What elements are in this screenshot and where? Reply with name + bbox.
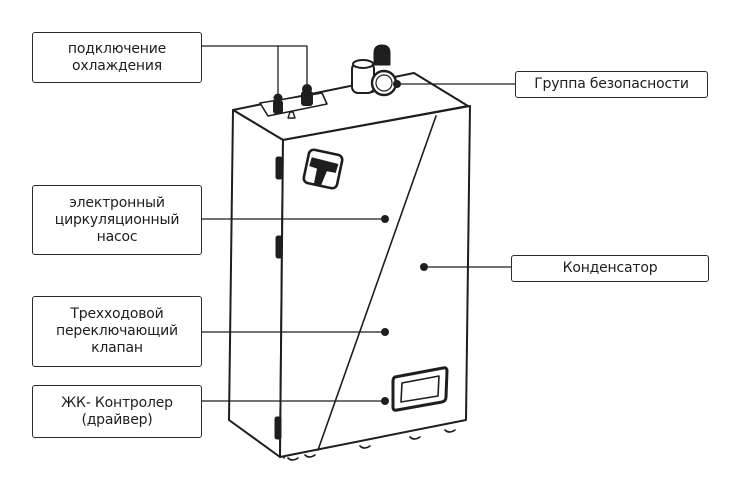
label-line: электронный xyxy=(69,194,165,211)
label-circulation-pump: электронный циркуляционный насос xyxy=(32,185,202,255)
top-small-nipple xyxy=(287,111,296,119)
leader-cooling-connection xyxy=(201,45,308,88)
label-line: Конденсатор xyxy=(562,260,658,276)
label-line: подключение xyxy=(67,40,167,57)
dot-three-way-valve xyxy=(381,328,389,336)
hinge-middle xyxy=(275,235,283,259)
boiler-front-diagonal xyxy=(317,115,437,451)
dot-condenser xyxy=(420,263,428,271)
t-logo-icon xyxy=(302,148,344,190)
hinge-top xyxy=(275,156,283,180)
label-line: Группа безопасности xyxy=(534,76,689,92)
label-line: охлаждения xyxy=(72,57,162,74)
label-lcd-controller: ЖК- Контролер (драйвер) xyxy=(32,385,202,438)
boiler-front-face xyxy=(279,105,471,458)
lcd-display-icon xyxy=(391,366,449,412)
label-line: (драйвер) xyxy=(81,411,153,428)
boiler-feet xyxy=(287,429,456,461)
cooling-fitting-left xyxy=(273,93,283,114)
hinge-bottom xyxy=(274,416,282,440)
safety-group-valve xyxy=(351,44,401,97)
cooling-fitting-right xyxy=(301,84,313,106)
dot-circulation-pump xyxy=(381,215,389,223)
label-line: клапан xyxy=(91,340,143,356)
label-cooling-connection: подключение охлаждения xyxy=(32,32,202,83)
label-line: циркуляционный xyxy=(54,211,180,228)
label-line: насос xyxy=(96,228,138,245)
label-safety-group: Группа безопасности xyxy=(515,71,708,98)
label-condenser: Конденсатор xyxy=(511,255,709,282)
label-line: ЖК- Контролер xyxy=(61,394,173,411)
label-line: Трехходовой xyxy=(70,306,164,322)
label-three-way-valve: Трехходовой переключающий клапан xyxy=(32,296,202,367)
dot-lcd-controller xyxy=(381,397,389,405)
boiler-side-panel xyxy=(228,109,284,458)
label-line: переключающий xyxy=(56,323,178,339)
